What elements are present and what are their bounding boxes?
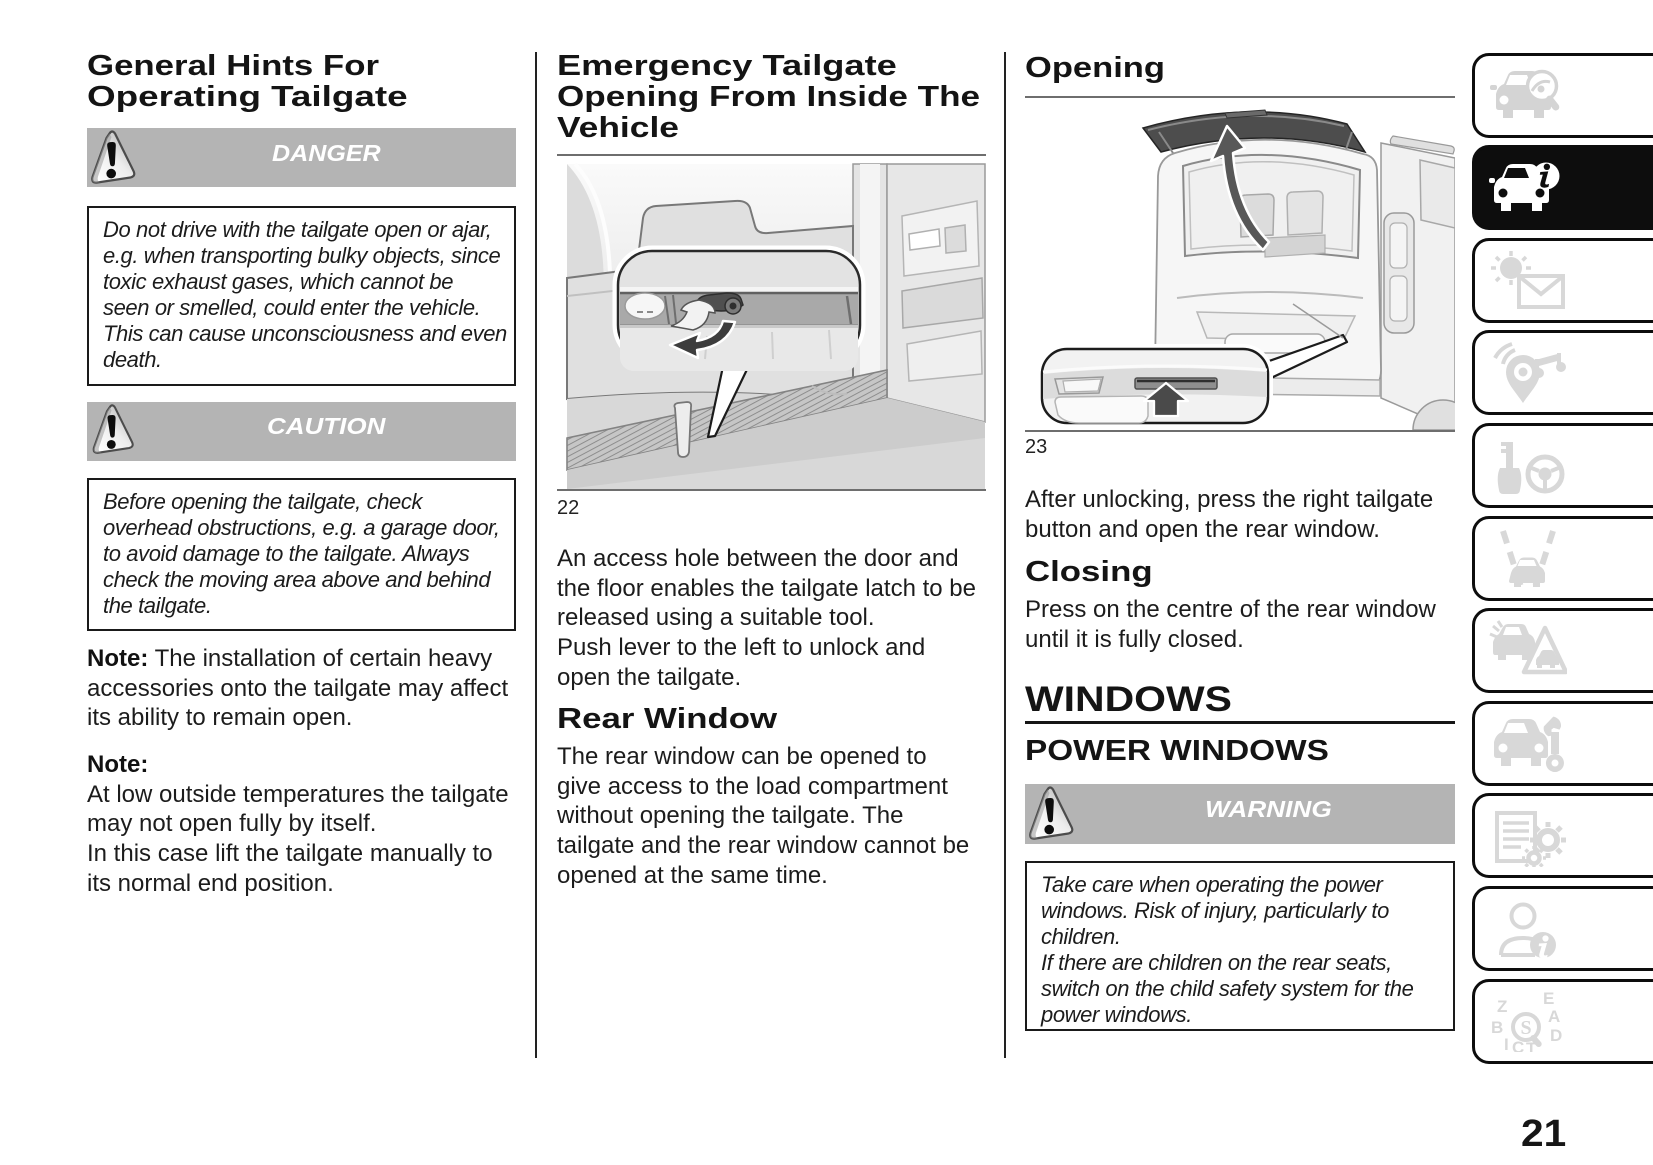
svg-text:C: C — [1512, 1038, 1524, 1052]
svg-text:B: B — [1491, 1018, 1503, 1037]
svg-text:D: D — [1550, 1026, 1562, 1045]
svg-text:S: S — [1520, 1017, 1531, 1039]
svg-text:T: T — [1526, 1039, 1537, 1052]
svg-text:A: A — [1548, 1007, 1560, 1026]
svg-text:I: I — [1504, 1035, 1509, 1052]
svg-text:E: E — [1543, 990, 1554, 1008]
svg-text:Z: Z — [1497, 997, 1507, 1016]
